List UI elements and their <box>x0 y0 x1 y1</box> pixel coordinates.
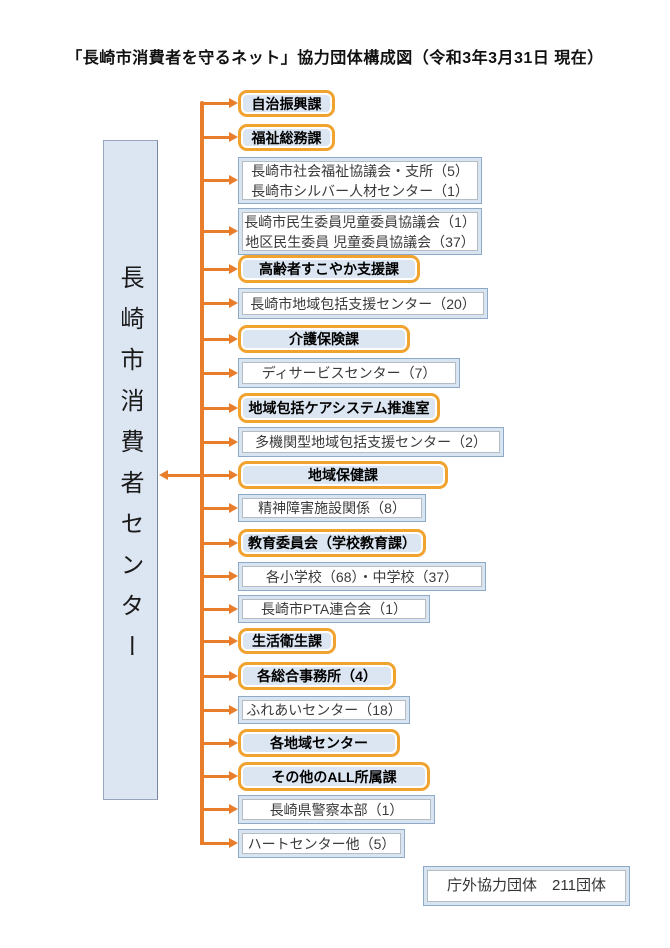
org-label: 長崎市シルバー人材センター（1） <box>251 182 469 199</box>
org-label: 長崎市社会福祉協議会・支所（5） <box>251 162 469 179</box>
branch-arrow <box>200 98 238 108</box>
org-label: 長崎市民生委員児童委員協議会（1） <box>244 213 476 230</box>
left-arrow <box>159 470 202 480</box>
dept-label: 福祉総務課 <box>251 129 322 146</box>
branch-arrow <box>200 538 238 548</box>
org-box: 長崎市民生委員児童委員協議会（1） 地区民生委員 児童委員協議会（37） <box>238 208 482 255</box>
org-label: 多機関型地域包括支援センター（2） <box>255 434 487 450</box>
org-box: 長崎市社会福祉協議会・支所（5） 長崎市シルバー人材センター（1） <box>238 157 482 204</box>
branch-arrow <box>200 132 238 142</box>
branch-arrow <box>200 604 238 614</box>
branch-arrow <box>200 368 238 378</box>
dept-label: 教育委員会（学校教育課） <box>248 535 416 551</box>
branch-arrow <box>200 470 238 480</box>
org-box: ハートセンター他（5） <box>238 829 405 858</box>
consumer-center-box: 長崎市消費者センター <box>103 140 158 800</box>
dept-box: 生活衛生課 <box>238 628 336 654</box>
dept-label: 各地域センター <box>270 735 368 751</box>
org-box: 長崎県警察本部（1） <box>238 795 435 824</box>
org-label: 精神障害施設関係（8） <box>258 500 406 516</box>
branch-arrow <box>200 804 238 814</box>
dept-label: 高齢者すこやか支援課 <box>259 261 399 277</box>
org-box: ディサービスセンター（7） <box>238 358 460 388</box>
dept-box: 各地域センター <box>238 729 400 757</box>
branch-arrow <box>200 437 238 447</box>
dept-box: 各総合事務所（4） <box>238 662 396 690</box>
branch-arrow <box>200 503 238 513</box>
dept-box: 高齢者すこやか支援課 <box>238 255 420 283</box>
dept-label: 各総合事務所（4） <box>257 668 377 684</box>
branch-arrow <box>200 264 238 274</box>
trunk-line <box>200 101 204 845</box>
org-box: 長崎市地域包括支援センター（20） <box>238 288 488 319</box>
org-label: 各小学校（68）・中学校（37） <box>265 568 459 585</box>
org-box: 長崎市PTA連合会（1） <box>238 595 430 623</box>
consumer-center-label: 長崎市消費者センター <box>116 265 144 675</box>
dept-box: その他のALL所属課 <box>238 762 430 791</box>
org-box: 精神障害施設関係（8） <box>238 494 426 522</box>
dept-label: 介護保険課 <box>289 331 359 347</box>
dept-label: 生活衛生課 <box>252 633 322 649</box>
org-label: 長崎市PTA連合会（1） <box>261 601 407 617</box>
dept-label: 自治振興課 <box>251 95 322 112</box>
branch-arrow <box>200 636 238 646</box>
external-groups-total-label: 庁外協力団体 211団体 <box>447 877 606 894</box>
branch-arrow <box>200 771 238 781</box>
dept-label: その他のALL所属課 <box>271 768 397 785</box>
dept-box: 自治振興課 <box>238 90 335 117</box>
org-box: ふれあいセンター（18） <box>238 696 410 724</box>
org-box: 多機関型地域包括支援センター（2） <box>238 427 504 457</box>
external-groups-total-box: 庁外協力団体 211団体 <box>423 866 630 906</box>
org-label: ハートセンター他（5） <box>247 835 396 852</box>
org-label: 長崎市地域包括支援センター（20） <box>250 295 476 312</box>
branch-arrow <box>200 571 238 581</box>
dept-box: 福祉総務課 <box>238 124 335 151</box>
branch-arrow <box>200 334 238 344</box>
dept-box: 介護保険課 <box>238 325 410 353</box>
page-title: 「長崎市消費者を守るネット」協力団体構成図（令和3年3月31日 現在） <box>66 50 604 67</box>
org-label: ふれあいセンター（18） <box>246 702 402 718</box>
branch-arrow <box>200 175 238 185</box>
dept-label: 地域保健課 <box>308 467 378 483</box>
org-label: 地区民生委員 児童委員協議会（37） <box>245 233 475 250</box>
branch-arrow <box>200 738 238 748</box>
dept-box: 地域保健課 <box>238 461 448 489</box>
branch-arrow <box>200 403 238 413</box>
org-label: ディサービスセンター（7） <box>261 365 437 381</box>
org-box: 各小学校（68）・中学校（37） <box>238 562 486 591</box>
branch-arrow <box>200 298 238 308</box>
dept-label: 地域包括ケアシステム推進室 <box>248 400 430 416</box>
branch-arrow <box>200 838 238 848</box>
branch-arrow <box>200 226 238 236</box>
branch-arrow <box>200 671 238 681</box>
dept-box: 教育委員会（学校教育課） <box>238 529 426 557</box>
branch-arrow <box>200 705 238 715</box>
dept-box: 地域包括ケアシステム推進室 <box>238 393 440 423</box>
org-label: 長崎県警察本部（1） <box>269 801 404 818</box>
